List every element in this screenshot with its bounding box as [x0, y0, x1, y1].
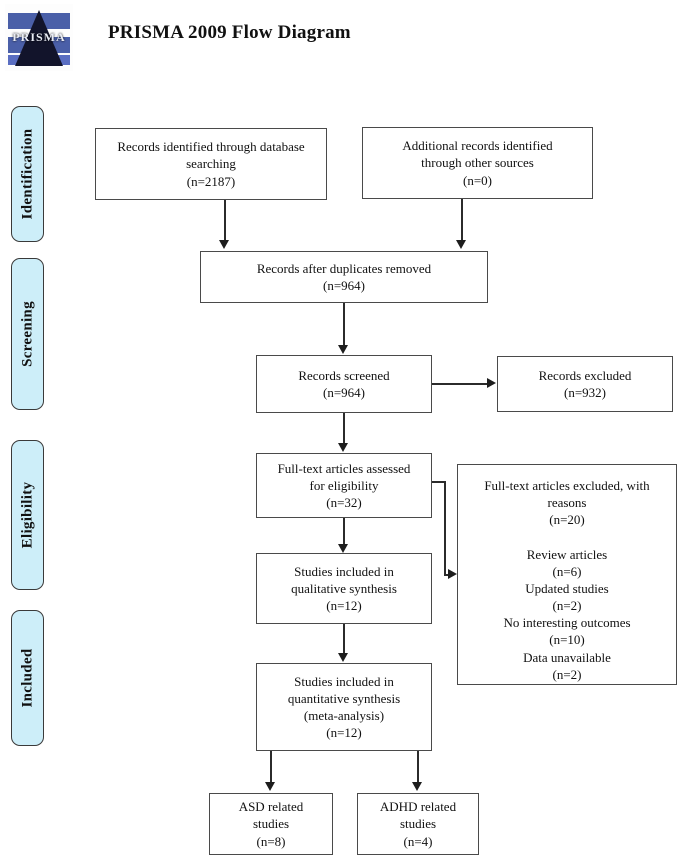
- node-adhd-related-studies-text: ADHD related studies (n=4): [379, 799, 457, 849]
- stage-label-identification-text: Identification: [19, 128, 35, 220]
- node-records-identified-database: Records identified through database sear…: [95, 128, 327, 200]
- edge-dedup-to-screened-line: [343, 303, 345, 347]
- node-fulltext-assessed: Full-text articles assessed for eligibil…: [256, 453, 432, 518]
- edge-fulltext-to-excluded-seg2: [444, 481, 446, 575]
- edge-screened-to-excluded-arrow: [487, 378, 496, 388]
- stage-label-included: Included: [11, 610, 44, 746]
- node-studies-quantitative-synthesis: Studies included in quantitative synthes…: [256, 663, 432, 751]
- edge-quantitative-to-asd-line: [270, 751, 272, 784]
- edge-othersources-to-dedup-arrow: [456, 240, 466, 249]
- logo-wordmark: PRISMA: [12, 30, 66, 44]
- node-fulltext-excluded-with-reasons: Full-text articles excluded, with reason…: [457, 464, 677, 685]
- prisma-logo: PRISMA: [5, 4, 73, 71]
- stage-label-included-text: Included: [19, 648, 35, 708]
- edge-screened-to-fulltext-arrow: [338, 443, 348, 452]
- node-asd-related-studies: ASD related studies (n=8): [209, 793, 333, 855]
- node-records-identified-database-text: Records identified through database sear…: [117, 139, 305, 189]
- stage-label-eligibility: Eligibility: [11, 440, 44, 590]
- node-additional-records-other-sources: Additional records identified through ot…: [362, 127, 593, 199]
- node-asd-related-studies-text: ASD related studies (n=8): [238, 799, 304, 849]
- node-additional-records-other-sources-text: Additional records identified through ot…: [402, 138, 553, 188]
- node-studies-qualitative-synthesis: Studies included in qualitative synthesi…: [256, 553, 432, 624]
- edge-screened-to-fulltext-line: [343, 413, 345, 444]
- node-studies-qualitative-synthesis-text: Studies included in qualitative synthesi…: [291, 563, 397, 614]
- edge-fulltext-to-excluded-seg1: [432, 481, 446, 483]
- edge-fulltext-to-qualitative-arrow: [338, 544, 348, 553]
- node-records-screened-text: Records screened (n=964): [298, 367, 390, 400]
- node-adhd-related-studies: ADHD related studies (n=4): [357, 793, 479, 855]
- node-records-excluded-text: Records excluded (n=932): [538, 367, 632, 400]
- edge-dbsearch-to-dedup-arrow: [219, 240, 229, 249]
- stage-label-eligibility-text: Eligibility: [19, 481, 35, 549]
- node-records-after-duplicates-removed-text: Records after duplicates removed (n=964): [256, 260, 432, 293]
- edge-screened-to-excluded-line: [432, 383, 488, 385]
- node-studies-quantitative-synthesis-text: Studies included in quantitative synthes…: [287, 673, 401, 741]
- edge-dedup-to-screened-arrow: [338, 345, 348, 354]
- edge-quantitative-to-adhd-line: [417, 751, 419, 784]
- node-fulltext-excluded-with-reasons-text: Full-text articles excluded, with reason…: [484, 478, 650, 682]
- page-title: PRISMA 2009 Flow Diagram: [108, 22, 351, 43]
- stage-label-screening-text: Screening: [19, 301, 35, 367]
- edge-othersources-to-dedup-line: [461, 199, 463, 242]
- node-records-excluded: Records excluded (n=932): [497, 356, 673, 412]
- node-records-after-duplicates-removed: Records after duplicates removed (n=964): [200, 251, 488, 303]
- logo-prism-triangle: [15, 10, 63, 66]
- stage-label-identification: Identification: [11, 106, 44, 242]
- node-fulltext-assessed-text: Full-text articles assessed for eligibil…: [277, 460, 411, 511]
- edge-quantitative-to-asd-arrow: [265, 782, 275, 791]
- edge-fulltext-to-qualitative-line: [343, 518, 345, 546]
- edge-qualitative-to-quantitative-line: [343, 624, 345, 655]
- edge-fulltext-to-excluded-arrow: [448, 569, 457, 579]
- node-records-screened: Records screened (n=964): [256, 355, 432, 413]
- edge-qualitative-to-quantitative-arrow: [338, 653, 348, 662]
- stage-label-screening: Screening: [11, 258, 44, 410]
- edge-dbsearch-to-dedup-line: [224, 200, 226, 242]
- edge-quantitative-to-adhd-arrow: [412, 782, 422, 791]
